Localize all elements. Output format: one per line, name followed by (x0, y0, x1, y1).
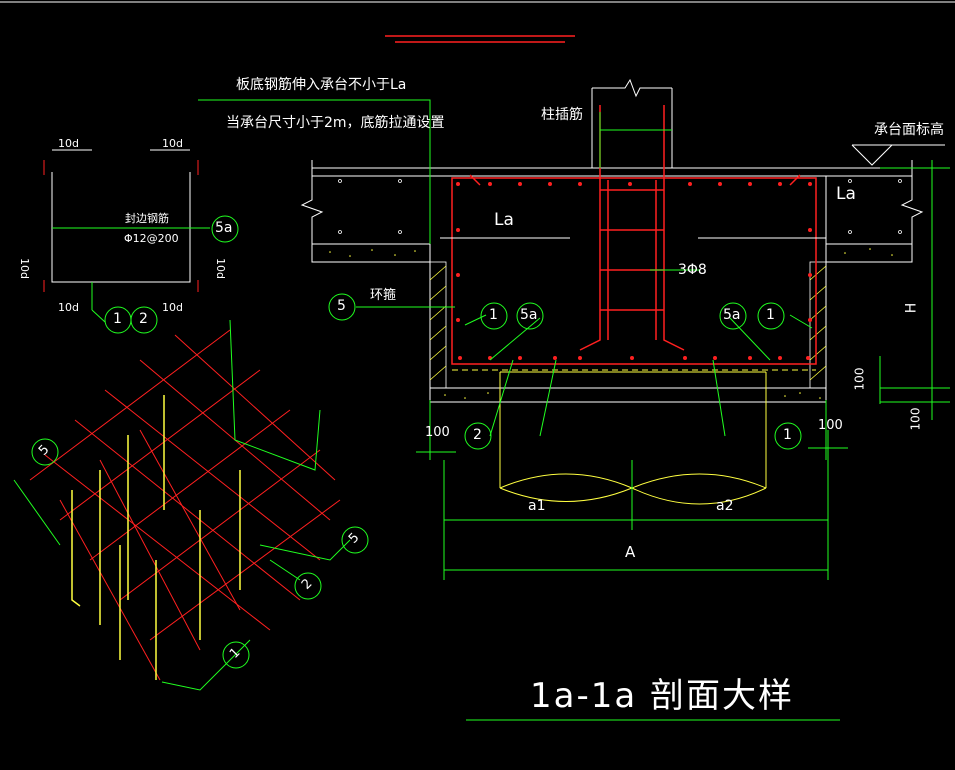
dim-la-left: La (494, 210, 514, 230)
callout-2-iso: 2 (298, 576, 316, 593)
break-mark-left (300, 160, 324, 262)
dim-10d-r: 10d (213, 258, 227, 279)
column-dowels (579, 105, 685, 351)
dim-la-right: La (836, 184, 856, 204)
callout-circles (31, 215, 802, 669)
callout-5-iso2: 5 (345, 530, 363, 547)
dim-a2: a2 (716, 498, 734, 514)
break-mark-right (900, 160, 924, 262)
dim-10d-tr: 10d (162, 137, 183, 150)
dim-100-right-a: 100 (852, 367, 867, 391)
top-marker (385, 35, 575, 43)
dim-a: A (625, 543, 636, 561)
dim-100-right-b: 100 (908, 407, 923, 431)
callout-2-bottom: 2 (473, 427, 482, 443)
callout-5-iso: 5 (35, 442, 53, 459)
note-column-dowel: 柱插筋 (541, 107, 583, 123)
rebar-dots (456, 182, 812, 360)
callout-5: 5 (337, 298, 346, 314)
dim-100-left: 100 (425, 425, 450, 440)
dim-10d-tl: 10d (58, 137, 79, 150)
dim-10d-l: 10d (17, 258, 31, 279)
note-slab-bar: 板底钢筋伸入承台不小于La (236, 77, 407, 93)
dim-h: H (903, 302, 920, 314)
column (591, 78, 673, 168)
note-closing-bar: 封边钢筋 (125, 212, 169, 225)
blinding-dots (329, 248, 893, 399)
callout-5a-left: 5a (520, 307, 538, 323)
cap-rebar (451, 174, 817, 365)
note-ring-stirrup: 环箍 (370, 288, 397, 303)
callout-1-bottom: 1 (783, 427, 792, 443)
callout-1-right: 1 (766, 307, 775, 323)
dimensions (198, 99, 950, 721)
cap-section (300, 78, 924, 505)
note-cap-top-level: 承台面标高 (874, 122, 944, 138)
dim-a1: a1 (528, 498, 546, 514)
callout-1-detail: 1 (113, 311, 122, 327)
callout-5a-detail: 5a (215, 220, 233, 236)
dim-10d-br: 10d (162, 301, 183, 314)
closing-bar-detail (43, 149, 210, 323)
note-stirrup-spec: 3Φ8 (678, 262, 707, 278)
dim-10d-bl: 10d (58, 301, 79, 314)
note-slab-bar-2: 当承台尺寸小于2m，底筋拉通设置 (226, 115, 445, 131)
callout-2-detail: 2 (139, 311, 148, 327)
drawing-title: 1a-1a 剖面大样 (530, 676, 795, 716)
callout-1-left: 1 (489, 307, 498, 323)
callout-1-iso: 1 (226, 645, 244, 662)
blinding-bottom (429, 387, 827, 403)
dim-100-right: 100 (818, 418, 843, 433)
callout-5a-right: 5a (723, 307, 741, 323)
slab-dots (338, 179, 902, 234)
note-closing-bar-spec: Φ12@200 (124, 232, 179, 245)
